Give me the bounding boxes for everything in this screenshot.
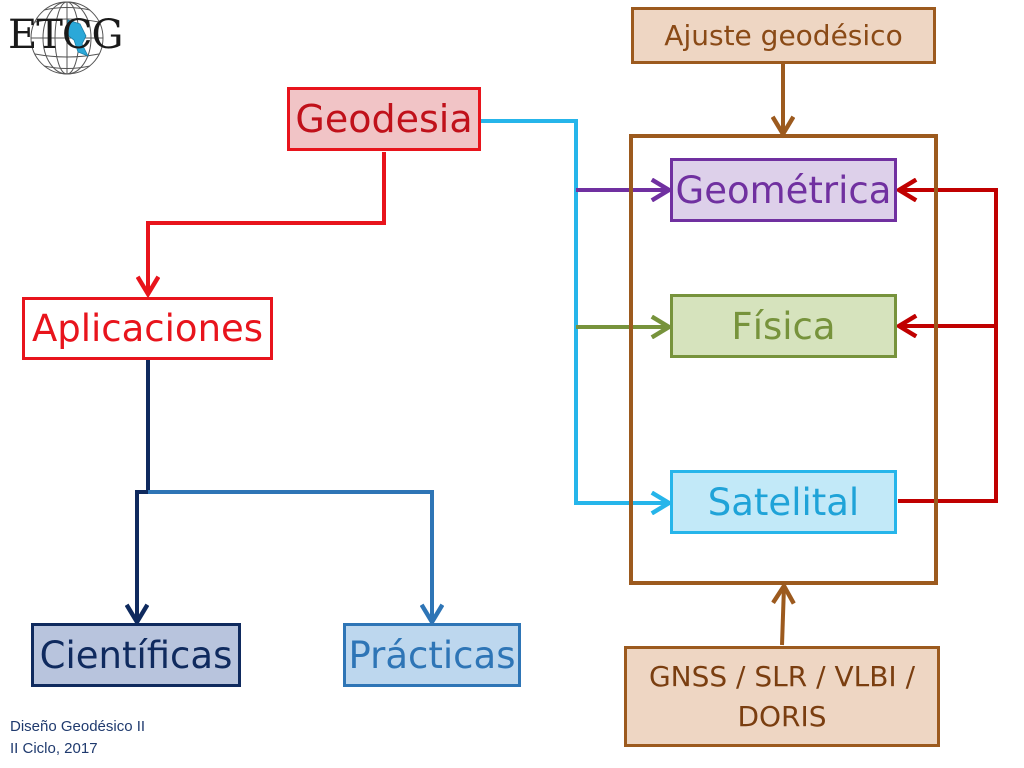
footer-term: II Ciclo, 2017 <box>10 740 98 757</box>
line-satelital-feedback <box>898 190 998 503</box>
node-aplicaciones: Aplicaciones <box>22 297 273 360</box>
node-gnss-slr-vlbi-doris: GNSS / SLR / VLBI / DORIS <box>624 646 940 747</box>
logo-text: ETCG <box>8 12 123 58</box>
node-cientificas: Científicas <box>31 623 241 687</box>
node-geometrica: Geométrica <box>670 158 897 222</box>
node-ajuste-geodesico: Ajuste geodésico <box>631 7 936 64</box>
etcg-logo: ETCG <box>2 0 132 76</box>
gnss-line-1: GNSS / SLR / VLBI / <box>648 659 916 693</box>
node-geodesia: Geodesia <box>287 87 481 151</box>
gnss-line-2: DORIS <box>737 699 827 733</box>
arrow-geodesia-to-aplicaciones <box>148 152 386 294</box>
node-satelital: Satelital <box>670 470 897 534</box>
line-aplicaciones-trunk <box>137 360 150 622</box>
globe-icon <box>30 1 104 75</box>
node-practicas: Prácticas <box>343 623 521 687</box>
footer: Diseño Geodésico II II Ciclo, 2017 <box>10 716 145 760</box>
footer-course: Diseño Geodésico II <box>10 718 146 735</box>
node-fisica: Física <box>670 294 897 358</box>
arrow-geodesia-to-satelital <box>481 119 669 503</box>
arrow-gnss-to-container <box>782 586 784 646</box>
arrow-to-practicas <box>148 490 432 622</box>
